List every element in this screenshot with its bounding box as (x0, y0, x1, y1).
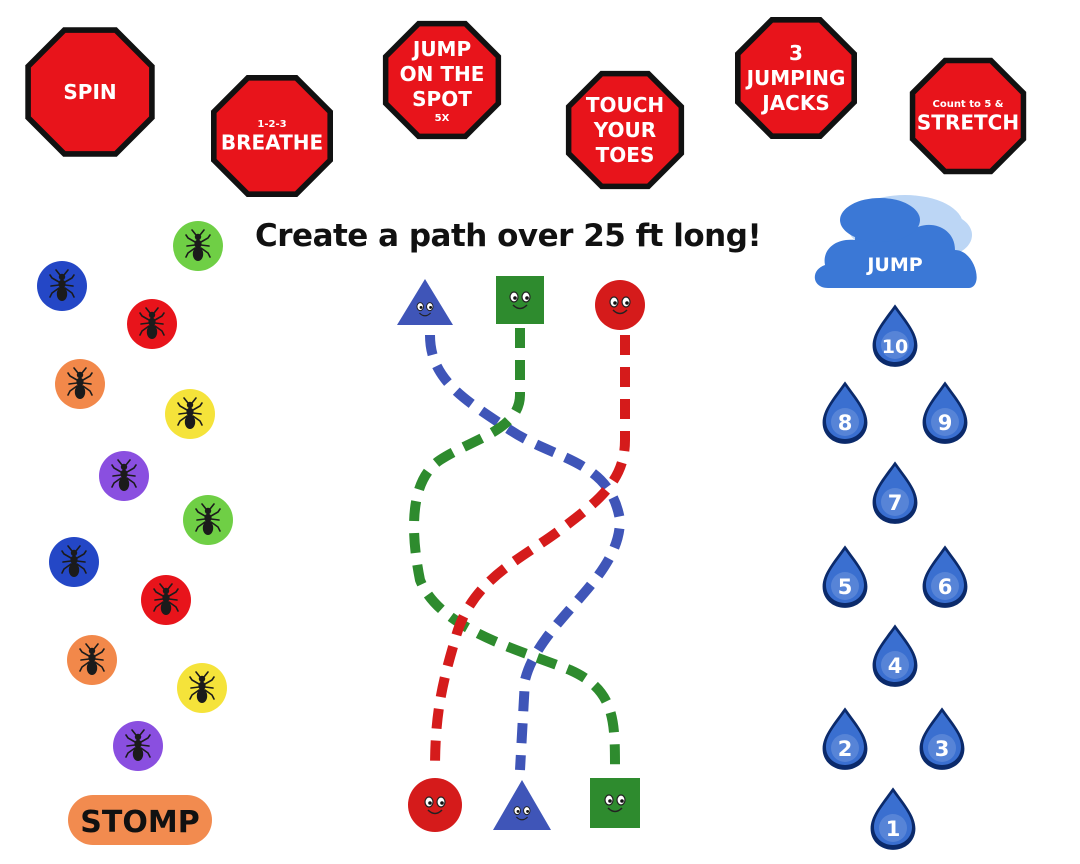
stop-sign-text: BREATHE (221, 130, 323, 154)
ant-icon (49, 537, 99, 587)
stomp-button: STOMP (68, 795, 212, 845)
raindrop-icon: 2 (822, 707, 868, 770)
raindrop-icon: 5 (822, 545, 868, 608)
raindrop-number: 5 (838, 575, 853, 599)
stop-sign-text: TOUCH (586, 93, 664, 117)
ant-icon (99, 451, 149, 501)
stop-sign: Count to 5 &STRETCH (909, 57, 1027, 175)
circle-face-icon (595, 280, 645, 330)
stop-sign-text: 1-2-3 (257, 119, 286, 130)
raindrop-icon: 9 (922, 381, 968, 444)
raindrop-number: 9 (938, 411, 953, 435)
ant-icon (173, 221, 223, 271)
stop-sign-text: SPIN (63, 80, 116, 104)
ant-icon (183, 495, 233, 545)
ant-icon (113, 721, 163, 771)
stop-sign-text: TOES (596, 143, 655, 167)
square-face-icon (496, 276, 544, 324)
ant-icon (55, 359, 105, 409)
square-face-icon (590, 778, 640, 828)
raindrop-icon: 7 (872, 461, 918, 524)
stop-sign-text: STRETCH (917, 110, 1019, 134)
ant-icon (127, 299, 177, 349)
stop-sign-text: 5X (435, 113, 450, 124)
stop-sign-text: JUMP (411, 37, 471, 61)
stop-sign-text: Count to 5 & (932, 99, 1003, 110)
blue-path (425, 334, 626, 771)
raindrop-number: 7 (888, 491, 903, 515)
stop-sign-text: 3 (789, 41, 803, 65)
raindrop-number: 1 (886, 817, 901, 841)
stomp-label: STOMP (80, 805, 199, 840)
raindrop-icon: 4 (872, 624, 918, 687)
ant-icon (37, 261, 87, 311)
cloud-icon: JUMP (814, 195, 977, 288)
stop-sign-text: SPOT (412, 87, 472, 111)
ant-icon (177, 663, 227, 713)
ant-icon (165, 389, 215, 439)
raindrop-number: 10 (882, 336, 908, 358)
raindrop-number: 4 (888, 654, 903, 678)
stop-sign-text: YOUR (593, 118, 656, 142)
raindrop-icon: 8 (822, 381, 868, 444)
raindrop-icon: 10 (872, 304, 918, 367)
stop-sign-text: JUMPING (745, 66, 846, 90)
page-title: Create a path over 25 ft long! (255, 218, 762, 254)
stop-sign-text: JACKS (760, 91, 830, 115)
ant-icon (141, 575, 191, 625)
circle-face-icon (408, 778, 462, 832)
stop-sign: SPIN (25, 27, 155, 157)
raindrop-icon: 3 (919, 707, 965, 770)
green-path (409, 328, 620, 771)
raindrop-number: 8 (838, 411, 853, 435)
raindrop-icon: 6 (922, 545, 968, 608)
cloud-label: JUMP (865, 254, 922, 276)
raindrop-icon: 1 (870, 787, 916, 850)
triangle-face-icon (493, 780, 551, 830)
raindrop-number: 3 (935, 737, 950, 761)
raindrop-number: 2 (838, 737, 853, 761)
ant-icon (67, 635, 117, 685)
red-path (430, 335, 630, 771)
crossing-paths (409, 328, 630, 771)
raindrop-number: 6 (938, 575, 953, 599)
stop-sign-text: ON THE (400, 62, 485, 86)
triangle-face-icon (397, 279, 453, 325)
